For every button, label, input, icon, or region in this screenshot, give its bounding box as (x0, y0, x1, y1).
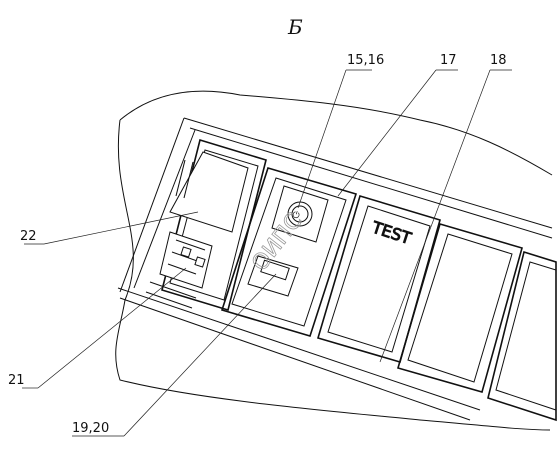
callout-17: 17 (440, 53, 457, 68)
indicator-glyph: ⏻ (291, 209, 301, 222)
label-card-22 (169, 151, 249, 233)
test-button: TEST (317, 195, 441, 363)
callout-19-20: 19,20 (72, 421, 109, 436)
leader-22 (43, 211, 199, 245)
callout-15-16: 15,16 (347, 53, 384, 68)
leader-18 (379, 69, 491, 363)
connector-block-21 (159, 231, 213, 289)
leader-lines (22, 69, 512, 437)
break-contour (115, 90, 553, 431)
callout-18: 18 (490, 53, 507, 68)
callout-21: 21 (8, 373, 25, 388)
indicator-panel: ⏻ (220, 167, 358, 337)
leader-15-16 (297, 69, 347, 209)
blank-button-1 (397, 223, 523, 393)
device-housing (117, 117, 553, 421)
test-button-label: TEST (369, 217, 414, 248)
leader-17 (337, 69, 437, 197)
callout-22: 22 (20, 229, 37, 244)
view-label: Б (287, 15, 303, 39)
leader-19-20 (123, 273, 277, 437)
leader-21 (37, 267, 187, 389)
card-compartment (145, 138, 267, 312)
blank-button-2 (487, 250, 557, 422)
